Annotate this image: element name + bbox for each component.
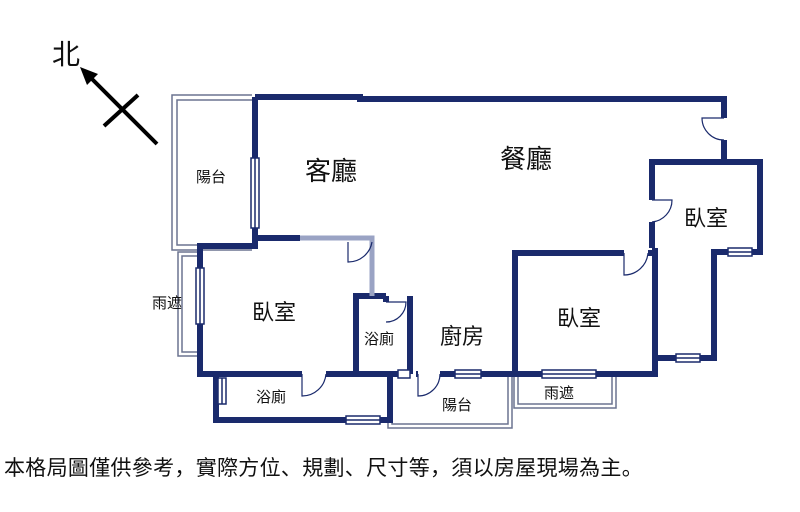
label-awning-left: 雨遮	[152, 294, 182, 312]
north-arrow-icon	[80, 67, 159, 146]
compass: 北	[52, 38, 159, 146]
partition-light	[300, 235, 375, 296]
disclaimer-text: 本格局圖僅供參考，實際方位、規劃、尺寸等，須以房屋現場為主。	[4, 456, 643, 480]
door-right-bedroom	[651, 199, 673, 223]
door-middle-bedroom	[623, 252, 649, 276]
label-bedroom-left: 臥室	[252, 301, 296, 326]
door-left-bedroom	[347, 241, 373, 263]
room-labels: 客廳 餐廳 陽台 雨遮 臥室 浴廁 廚房 臥室 臥室 浴廁 陽台 雨遮	[152, 145, 728, 414]
door-kitchen-balcony	[417, 373, 441, 397]
compass-north-label: 北	[52, 38, 80, 71]
windows	[195, 157, 753, 425]
doors	[301, 117, 725, 397]
label-balcony-left: 陽台	[196, 168, 226, 186]
label-bedroom-middle: 臥室	[557, 307, 601, 332]
label-awning-bottom: 雨遮	[544, 384, 574, 402]
label-living-room: 客廳	[305, 157, 357, 187]
label-bathroom-bottom: 浴廁	[256, 388, 286, 406]
label-bathroom-inner: 浴廁	[364, 330, 394, 348]
door-entry	[701, 117, 725, 141]
door-inner-bath	[385, 301, 407, 323]
label-balcony-bottom: 陽台	[442, 396, 472, 414]
label-bedroom-right: 臥室	[684, 207, 728, 232]
label-kitchen: 廚房	[440, 325, 484, 350]
walls	[197, 94, 763, 423]
label-dining-room: 餐廳	[500, 145, 552, 175]
door-bottom-bath	[301, 373, 327, 397]
